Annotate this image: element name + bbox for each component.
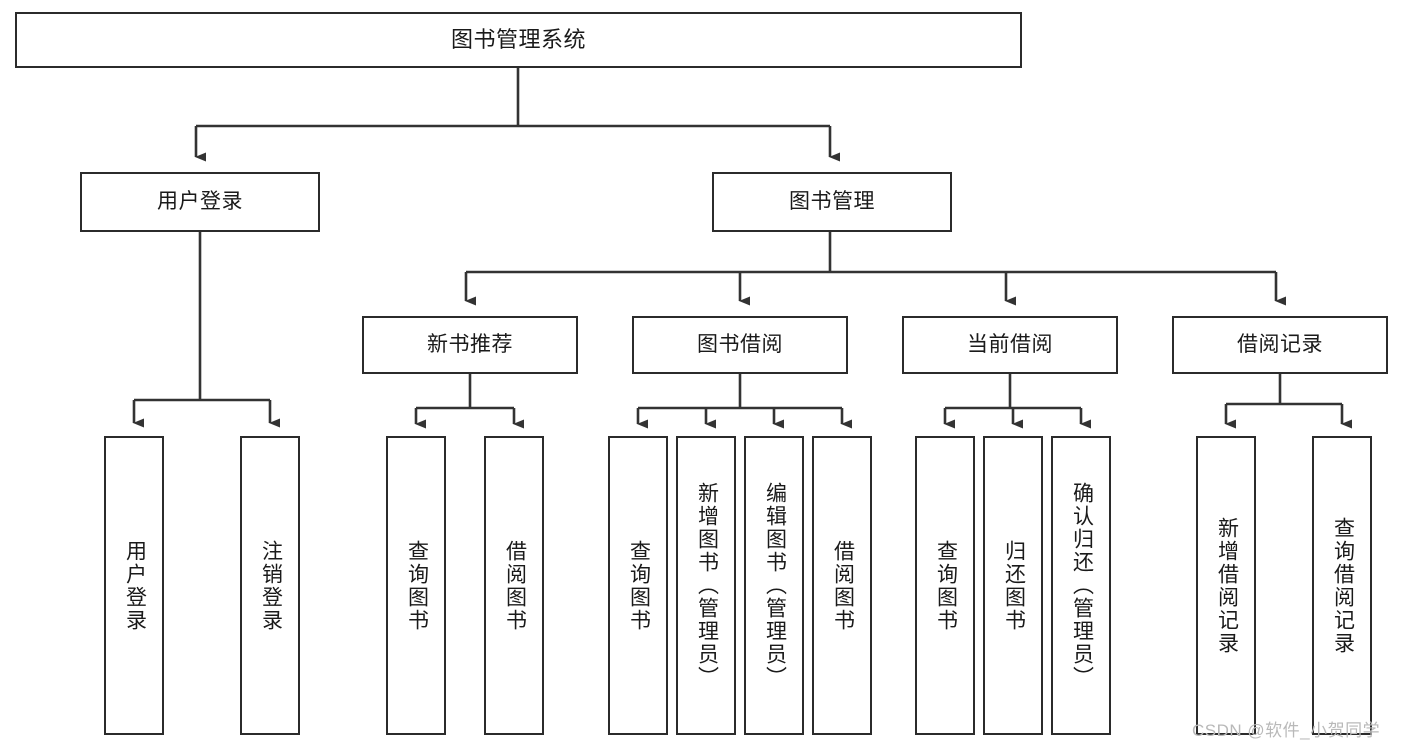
- node-leaf-edit-book[interactable]: 编辑图书（管理员）: [744, 436, 804, 735]
- node-leaf-logout[interactable]: 注销登录: [240, 436, 300, 735]
- node-leaf-add-book[interactable]: 新增图书（管理员）: [676, 436, 736, 735]
- node-root[interactable]: 图书管理系统: [15, 12, 1022, 68]
- node-leaf-query-book-cur[interactable]: 查询图书: [915, 436, 975, 735]
- node-leaf-query-book-label: 查询图书: [627, 539, 651, 632]
- node-new-book-rec[interactable]: 新书推荐: [362, 316, 578, 374]
- node-leaf-user-login[interactable]: 用户登录: [104, 436, 164, 735]
- node-leaf-borrow-book[interactable]: 借阅图书: [812, 436, 872, 735]
- watermark: CSDN @软件_小贺同学: [1192, 721, 1381, 740]
- node-leaf-query-book-rec-label: 查询图书: [405, 539, 429, 632]
- node-leaf-add-record-label: 新增借阅记录: [1215, 516, 1239, 655]
- node-leaf-query-book-rec[interactable]: 查询图书: [386, 436, 446, 735]
- node-leaf-confirm-return[interactable]: 确认归还（管理员）: [1051, 436, 1111, 735]
- node-book-manage-label: 图书管理: [789, 190, 875, 214]
- node-root-label: 图书管理系统: [450, 26, 586, 52]
- node-leaf-return-book-label: 归还图书: [1002, 539, 1026, 632]
- node-current-borrow[interactable]: 当前借阅: [902, 316, 1118, 374]
- node-leaf-edit-book-label: 编辑图书（管理员）: [763, 482, 787, 689]
- node-new-book-rec-label: 新书推荐: [427, 333, 513, 357]
- node-user-login-label: 用户登录: [157, 190, 243, 214]
- node-leaf-borrow-book-label: 借阅图书: [831, 539, 855, 632]
- node-book-borrow-label: 图书借阅: [697, 333, 783, 357]
- node-leaf-query-record-label: 查询借阅记录: [1331, 516, 1355, 655]
- node-book-borrow[interactable]: 图书借阅: [632, 316, 848, 374]
- node-leaf-query-book[interactable]: 查询图书: [608, 436, 668, 735]
- node-borrow-record[interactable]: 借阅记录: [1172, 316, 1388, 374]
- node-leaf-user-login-label: 用户登录: [123, 539, 147, 632]
- node-borrow-record-label: 借阅记录: [1237, 333, 1323, 357]
- node-book-manage[interactable]: 图书管理: [712, 172, 952, 232]
- node-leaf-query-record[interactable]: 查询借阅记录: [1312, 436, 1372, 735]
- node-user-login[interactable]: 用户登录: [80, 172, 320, 232]
- node-leaf-add-record[interactable]: 新增借阅记录: [1196, 436, 1256, 735]
- node-leaf-borrow-book-rec[interactable]: 借阅图书: [484, 436, 544, 735]
- node-leaf-query-book-cur-label: 查询图书: [934, 539, 958, 632]
- node-leaf-return-book[interactable]: 归还图书: [983, 436, 1043, 735]
- node-current-borrow-label: 当前借阅: [967, 333, 1053, 357]
- node-leaf-confirm-return-label: 确认归还（管理员）: [1070, 482, 1094, 689]
- node-leaf-add-book-label: 新增图书（管理员）: [695, 482, 719, 689]
- node-leaf-borrow-book-rec-label: 借阅图书: [503, 539, 527, 632]
- node-leaf-logout-label: 注销登录: [259, 539, 283, 632]
